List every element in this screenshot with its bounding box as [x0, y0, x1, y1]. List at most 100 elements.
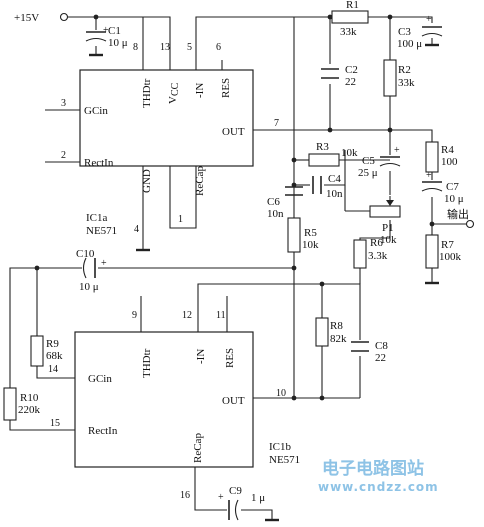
r6-ref: R6	[370, 237, 383, 249]
ic1b-pin-number-thdtr: 9	[132, 310, 137, 321]
c2-ref: C2	[345, 64, 358, 76]
c4-value: 10n	[326, 188, 343, 200]
c1: + C1 10 μ	[85, 25, 128, 49]
ic1a-pin-number-rectin: 2	[61, 150, 66, 161]
r7-ref: R7	[441, 239, 454, 251]
r5-ref: R5	[304, 227, 317, 239]
output-label: 输出	[447, 207, 469, 221]
ic1b-pin-numbers: 14 15 9 12 11 10 16	[48, 310, 286, 501]
c3-plus: +	[426, 14, 432, 25]
r1-ref: R1	[346, 0, 359, 11]
c7-value: 10 μ	[444, 193, 464, 205]
r6-value: 3.3k	[368, 250, 388, 262]
ic1b-pin-res: RES	[224, 348, 236, 368]
watermark-url: www.cndzz.com	[318, 480, 439, 494]
r1: R1 33k	[331, 0, 369, 38]
ic1a-pin-number-thdtr: 8	[133, 42, 138, 53]
output-terminal: 输出	[447, 207, 475, 229]
ic1a-pin-number-vcc: 13	[160, 42, 170, 53]
resistors: R1 33k R2 33k R3 10k R4 100 R5 10k R6 3.…	[3, 0, 462, 421]
r1-value: 33k	[340, 26, 357, 38]
ic1a-pin-out: OUT	[222, 126, 245, 138]
ic1a-pin-numbers: 3 2 8 13 5 6 7 4 1	[61, 42, 279, 235]
capacitors: + C1 10 μ C2 22 + C3 100 μ C4 10n	[76, 14, 464, 521]
ic1b-pin-number-recap: 16	[180, 490, 190, 501]
ic1b-pin-in: -IN	[195, 349, 207, 364]
r5-value: 10k	[302, 239, 319, 251]
p1: P1 10k	[344, 185, 401, 246]
ic1b-pin-gcin: GCin	[88, 373, 112, 385]
r7: R7 100k	[425, 234, 462, 269]
r9-ref: R9	[46, 338, 59, 350]
ic1b-ref: IC1b	[269, 441, 292, 453]
c10-value: 10 μ	[79, 281, 99, 293]
c9-plus: +	[218, 492, 224, 503]
c5-plus: +	[394, 145, 400, 156]
r10-value: 220k	[18, 404, 41, 416]
ic1b-pin-number-rectin: 15	[50, 418, 60, 429]
c9-value: 1 μ	[251, 492, 265, 504]
ic1b-body	[74, 331, 254, 468]
c7-ref: C7	[446, 181, 459, 193]
ic1b-pin-out: OUT	[222, 395, 245, 407]
ic1a-pin-rectin: RectIn	[84, 157, 114, 169]
c4: C4 10n	[312, 173, 343, 200]
ic1a-pin-recap: ReCap	[194, 166, 206, 196]
ic1b-part: NE571	[269, 454, 300, 466]
r8: R8 82k	[315, 317, 347, 347]
c10-ref: C10	[76, 248, 95, 260]
ic1a-pin-number-out: 7	[274, 118, 279, 129]
c5: + C5 25 μ	[358, 145, 401, 179]
c10-plus: +	[101, 258, 107, 269]
r3-ref: R3	[316, 141, 329, 153]
c3-ref: C3	[398, 26, 411, 38]
c7-plus: +	[426, 170, 432, 181]
c6-value: 10n	[267, 208, 284, 220]
r8-value: 82k	[330, 333, 347, 345]
ground-symbols	[89, 43, 439, 522]
ic1b-pin-number-res: 11	[216, 310, 226, 321]
c3-value: 100 μ	[397, 38, 422, 50]
supply-label: +15V	[14, 12, 39, 24]
c10: + C10 10 μ	[76, 248, 107, 293]
r2-ref: R2	[398, 64, 411, 76]
ic1b-pin-rectin: RectIn	[88, 425, 118, 437]
ic1b-pin-number-out: 10	[276, 388, 286, 399]
r8-ref: R8	[330, 320, 343, 332]
r3-value: 10k	[341, 147, 358, 159]
r4-ref: R4	[441, 144, 454, 156]
ic1a: GCin RectIn THDtr VCC -IN RES OUT GND Re…	[79, 69, 254, 237]
c1-value: 10 μ	[108, 37, 128, 49]
ic1a-part: NE571	[86, 225, 117, 237]
ic1a-pin-gnd: GND	[141, 169, 153, 193]
ic1a-pin-number-res: 6	[216, 42, 221, 53]
ic1a-pin-number-in: 5	[187, 42, 192, 53]
ic1a-pin-in: -IN	[194, 83, 206, 98]
c6-ref: C6	[267, 196, 280, 208]
r2: R2 33k	[383, 59, 415, 97]
r9: R9 68k	[30, 335, 63, 367]
ic1a-pin-vcc: VCC	[167, 82, 181, 104]
r3: R3 10k	[308, 141, 358, 167]
c4-ref: C4	[328, 173, 341, 185]
c5-value: 25 μ	[358, 167, 378, 179]
r9-value: 68k	[46, 350, 63, 362]
ic1a-pin-thdtr: THDtr	[141, 78, 153, 108]
c9-ref: C9	[229, 485, 242, 497]
ic1a-pin-number-gnd: 4	[134, 224, 139, 235]
c1-ref: C1	[108, 25, 121, 37]
ic1a-pin-number-recap: 1	[178, 214, 183, 225]
ic1b-pin-thdtr: THDtr	[141, 348, 153, 378]
p1-ref: P1	[382, 222, 394, 234]
r2-value: 33k	[398, 77, 415, 89]
r4: R4 100	[425, 141, 458, 173]
ic1a-body	[79, 69, 254, 167]
r7-value: 100k	[439, 251, 462, 263]
junctions	[34, 14, 435, 401]
watermark: 电子电路图站 www.cndzz.com	[318, 458, 439, 494]
ic1b-pin-number-in: 12	[182, 310, 192, 321]
p1-value: 10k	[380, 234, 397, 246]
c7: + C7 10 μ	[421, 170, 464, 205]
r6: R6 3.3k	[353, 237, 388, 269]
